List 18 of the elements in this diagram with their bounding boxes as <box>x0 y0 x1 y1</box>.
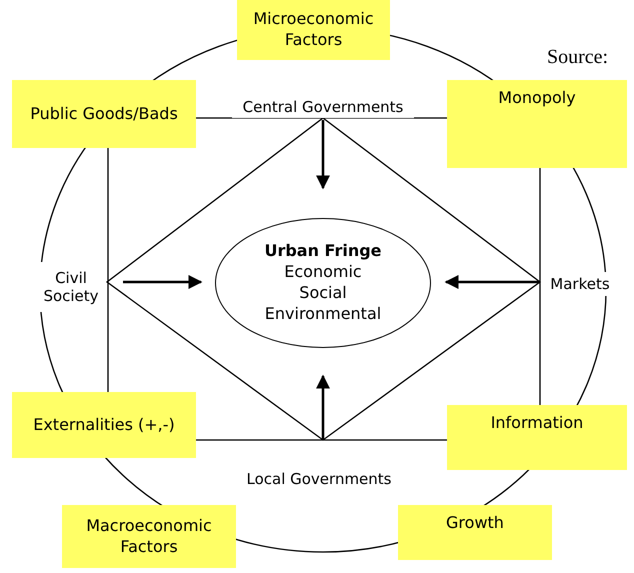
connector-line <box>196 439 447 441</box>
arrow <box>316 120 330 190</box>
factor-box: Monopoly <box>447 80 627 168</box>
connector-line <box>107 148 109 392</box>
connector-line <box>196 117 447 119</box>
factor-box: Information <box>447 405 627 470</box>
arrow <box>123 275 202 289</box>
factor-box: Externalities (+,-) <box>12 392 196 458</box>
connector-line <box>539 168 541 405</box>
center-text: Economic Social Environmental <box>264 262 382 325</box>
factor-box: Public Goods/Bads <box>12 80 196 148</box>
factor-box: Macroeconomic Factors <box>62 505 236 568</box>
factor-box: Growth <box>398 505 552 560</box>
factor-box: Microeconomic Factors <box>237 0 390 60</box>
source-note: Source: <box>547 46 608 69</box>
center-heading: Urban Fringe <box>264 241 382 262</box>
arrow <box>444 275 540 289</box>
arrow <box>316 374 330 440</box>
